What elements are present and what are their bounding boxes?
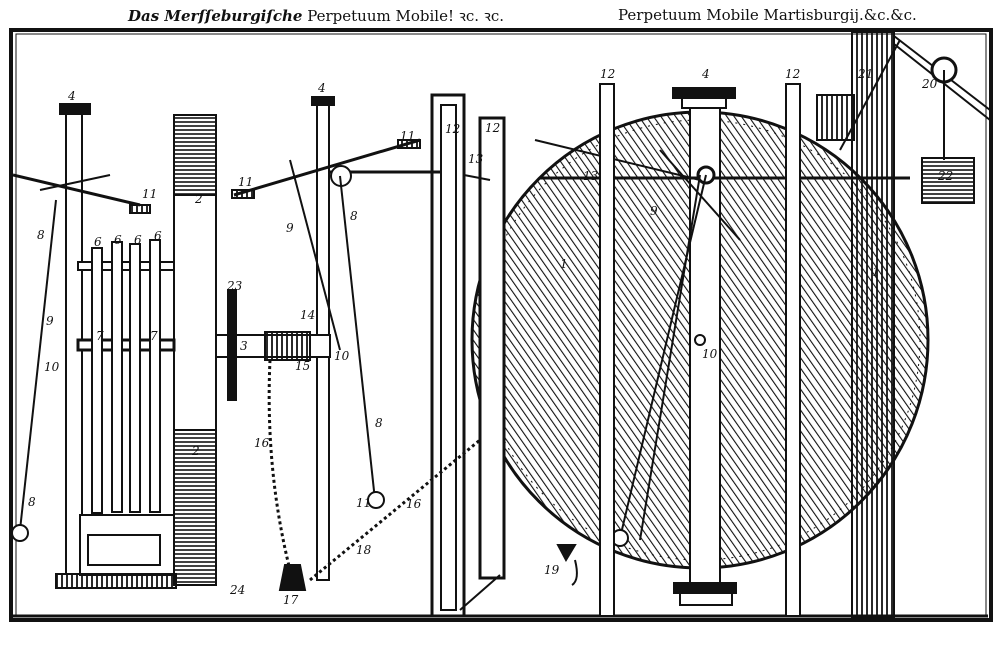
wheel-posts: [599, 83, 801, 617]
label-8: 8: [375, 416, 383, 430]
label-20: 20: [921, 77, 938, 91]
label-12: 12: [485, 121, 500, 135]
label-9: 9: [286, 221, 294, 235]
label-14: 14: [300, 308, 315, 322]
label-10: 10: [44, 360, 60, 374]
label-16: 16: [406, 497, 422, 511]
label-9: 9: [650, 204, 658, 218]
label-11: 11: [238, 175, 253, 189]
label-7: 7: [150, 329, 158, 343]
label-22: 22: [937, 169, 953, 183]
label-1: 1: [872, 265, 880, 279]
label-6: 6: [94, 235, 102, 249]
label-12: 12: [445, 122, 460, 136]
label-18: 18: [356, 543, 372, 557]
label-6: 6: [154, 229, 162, 243]
label-8: 8: [28, 495, 36, 509]
label-4: 4: [317, 81, 326, 95]
label-11: 11: [142, 187, 157, 201]
label-13: 13: [583, 169, 599, 183]
header-title-left: Das Merſſeburgiſche Perpetuum Mobile! ꝛc…: [128, 6, 504, 26]
label-8: 8: [37, 228, 45, 242]
center-post: [534, 87, 910, 606]
label-4: 4: [67, 89, 76, 103]
label-1: 1: [560, 257, 568, 271]
rope-19: [571, 559, 578, 586]
label-12: 12: [600, 67, 615, 81]
label-10: 10: [334, 349, 350, 363]
label-17: 17: [283, 593, 299, 607]
label-21: 21: [857, 67, 873, 81]
label-4: 4: [701, 67, 710, 81]
header-title-gothic: Das Merſſeburgiſche: [128, 7, 303, 25]
door-frames: [430, 93, 506, 618]
column-2: [173, 114, 217, 586]
label-7: 7: [96, 329, 104, 343]
label-2: 2: [191, 444, 200, 458]
label-23: 23: [226, 279, 243, 293]
stamp-frame: [55, 103, 177, 589]
label-10: 10: [702, 347, 718, 361]
left-lever: [13, 173, 151, 542]
label-9: 9: [46, 314, 54, 328]
plate-frame: [9, 28, 993, 622]
label-24: 24: [229, 583, 245, 597]
label-11: 11: [400, 129, 415, 143]
label-16: 16: [254, 436, 270, 450]
label-6: 6: [134, 233, 142, 247]
label-2: 2: [194, 192, 203, 206]
label-3: 3: [240, 339, 248, 353]
label-6: 6: [114, 233, 122, 247]
label-12: 12: [785, 67, 800, 81]
label-13: 13: [468, 152, 484, 166]
header-title-roman: Perpetuum Mobile! ꝛc. ꝛc.: [307, 7, 505, 25]
header-title-right: Perpetuum Mobile Martisburgij.&c.&c.: [618, 6, 917, 24]
axle-drum: [214, 289, 481, 591]
label-11: 11: [356, 496, 371, 510]
part-labels: 4 4 4 12 12 12 12 11 11 11 11 13 13 2 2 …: [28, 67, 953, 607]
label-19: 19: [544, 563, 560, 577]
right-tower: [816, 32, 990, 618]
label-15: 15: [295, 359, 310, 373]
label-8: 8: [350, 209, 358, 223]
wedge-17: [556, 544, 577, 563]
